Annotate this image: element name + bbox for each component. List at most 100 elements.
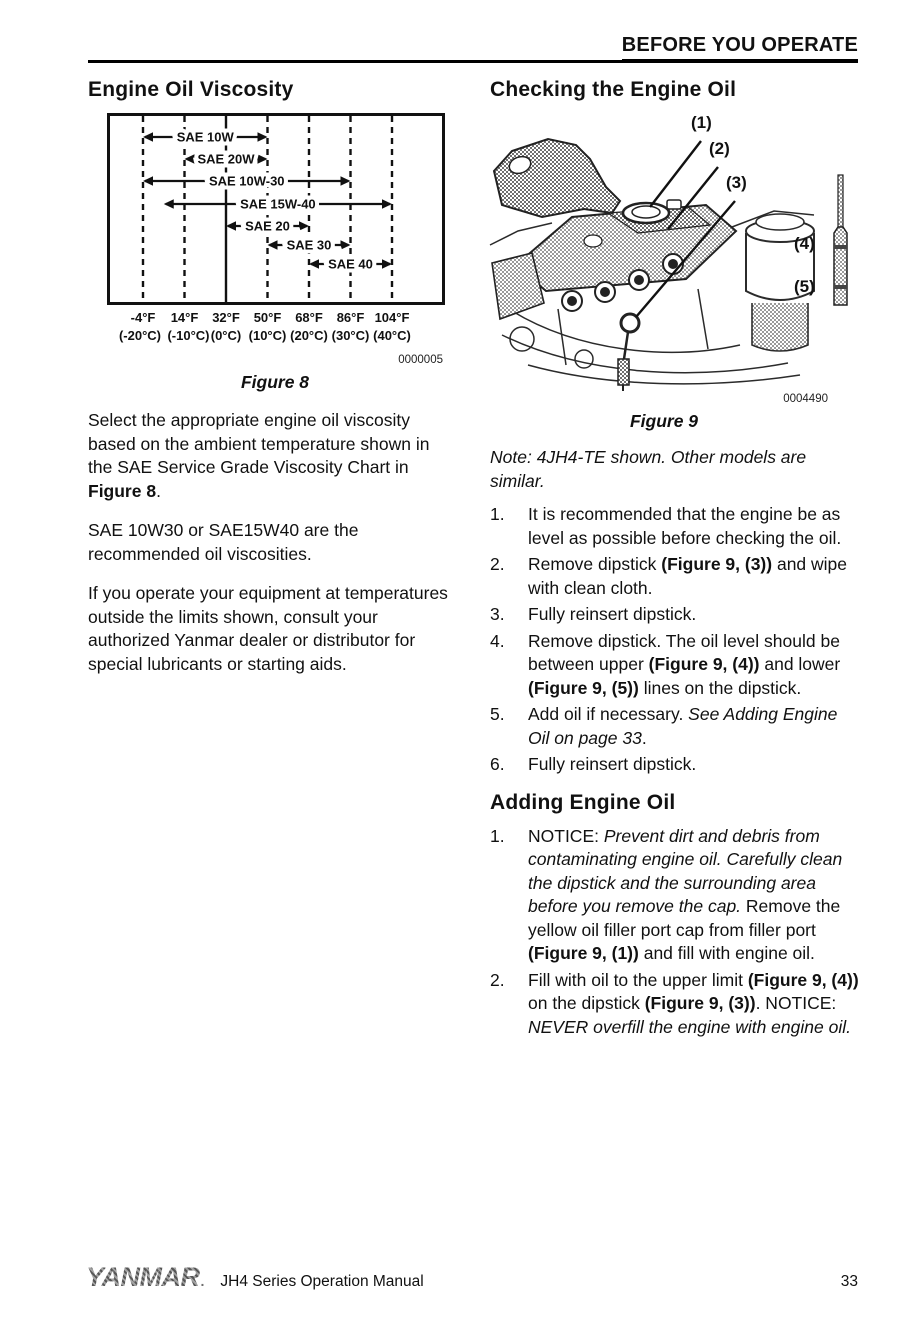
- text-segment: NEVER overfill the engine with engine oi…: [528, 1016, 851, 1037]
- text-segment: Prevent dirt and debris from contaminati…: [528, 825, 843, 917]
- text-segment: Figure 8: [88, 480, 157, 501]
- step-item: 6. Fully reinsert dipstick.: [490, 753, 862, 777]
- step-number: 5.: [490, 704, 505, 724]
- page-footer: YANMAR. JH4 Series Operation Manual 33: [86, 1264, 858, 1291]
- figure8-caption: Figure 8: [240, 372, 310, 392]
- tick-label-f: -4°F: [131, 310, 156, 325]
- paragraph: SAE 10W30 or SAE15W40 are the recommende…: [88, 519, 458, 566]
- step-item: 5. Add oil if necessary. See Adding Engin…: [490, 703, 862, 750]
- text-segment: See Adding Engine Oil on page 33: [528, 704, 838, 748]
- tick-label-c: (30°C): [332, 328, 370, 343]
- tick-label-c: (-20°C): [119, 328, 161, 343]
- checking-steps-list: 1. It is recommended that the engine be a…: [490, 503, 862, 777]
- text-segment: Fully reinsert dipstick.: [528, 754, 697, 774]
- yanmar-logo-mark: .: [200, 1273, 205, 1289]
- callout-1: (1): [691, 113, 712, 132]
- engine-illustration: [489, 137, 848, 391]
- text-segment: NOTICE:: [528, 825, 604, 846]
- text-segment: SAE 10W30 or SAE15W40 are the recommende…: [88, 520, 359, 564]
- range-label: SAE 20W: [197, 152, 255, 167]
- text-segment: Fully reinsert dipstick.: [528, 604, 697, 624]
- callout-2: (2): [709, 139, 730, 158]
- range-label: SAE 30: [287, 238, 332, 253]
- tick-label-f: 86°F: [337, 310, 365, 325]
- callout-3: (3): [726, 173, 747, 192]
- tick-label-c: (40°C): [373, 328, 411, 343]
- text-segment: (Figure 9, (1)): [528, 943, 639, 963]
- text-segment: Select the appropriate engine oil viscos…: [88, 410, 430, 477]
- range-arrow: SAE 15W-40: [163, 193, 392, 216]
- page-number: 33: [840, 1273, 858, 1290]
- injector-bolts: [561, 253, 684, 312]
- manual-title: JH4 Series Operation Manual: [220, 1273, 424, 1290]
- tick-label-f: 14°F: [171, 310, 199, 325]
- adding-steps-list: 1.NOTICE: Prevent dirt and debris from c…: [490, 825, 862, 1040]
- step-item: 3. Fully reinsert dipstick.: [490, 603, 862, 627]
- callout-4: (4): [794, 234, 815, 253]
- range-label: SAE 10W: [177, 130, 235, 145]
- step-text: Remove dipstick (Figure 9, (3)) and wipe…: [528, 553, 860, 600]
- engine-block: [489, 210, 815, 385]
- text-segment: (Figure 9, (3)): [661, 554, 773, 574]
- tick-label-f: 32°F: [212, 310, 240, 325]
- paragraph: Select the appropriate engine oil viscos…: [88, 409, 458, 503]
- step-number: 2.: [490, 554, 505, 574]
- step-number: 3.: [490, 604, 505, 624]
- step-number: 1.: [490, 504, 505, 524]
- text-segment: and lower: [759, 654, 841, 674]
- step-item: 4.Remove dipstick. The oil level should …: [490, 630, 862, 701]
- callout-leader-lines: [635, 140, 736, 318]
- step-text: NOTICE: Prevent dirt and debris from con…: [528, 825, 860, 966]
- oil-filler-cap: [621, 199, 682, 225]
- figure9-code: 0004490: [783, 393, 828, 405]
- text-segment: (Figure 9, (4)): [747, 969, 859, 990]
- yanmar-logo: YANMAR: [86, 1262, 200, 1292]
- text-segment: It is recommended that the engine be as …: [528, 504, 842, 548]
- tick-label-c: (-10°C): [167, 328, 209, 343]
- text-segment: .: [156, 480, 161, 501]
- step-text: Fully reinsert dipstick.: [528, 603, 860, 627]
- right-column: Checking the Engine Oil: [489, 78, 862, 1042]
- step-number: 2.: [490, 969, 505, 990]
- range-label: SAE 10W-30: [209, 174, 285, 189]
- step-item: 1. It is recommended that the engine be a…: [490, 503, 862, 550]
- step-text: Add oil if necessary. See Adding Engine …: [528, 703, 860, 750]
- step-item: 2. Remove dipstick (Figure 9, (3)) and wi…: [490, 553, 862, 600]
- range-label: SAE 15W-40: [240, 197, 316, 212]
- range-arrow: SAE 10W: [143, 126, 268, 149]
- step-text: Fill with oil to the upper limit (Figure…: [528, 969, 860, 1040]
- text-segment: lines on the dipstick.: [638, 677, 802, 698]
- text-segment: and wipe with clean cloth.: [528, 554, 848, 598]
- range-arrow: SAE 20: [226, 215, 309, 238]
- step-number: 6.: [490, 754, 505, 774]
- step-item: 2. Fill with oil to the upper limit (Figu…: [490, 969, 862, 1040]
- figure8-code: 0000005: [398, 354, 443, 366]
- text-segment: . NOTICE:: [755, 993, 837, 1013]
- range-arrow: SAE 10W-30: [143, 170, 351, 193]
- range-label: SAE 20: [245, 219, 290, 234]
- range-arrow: SAE 40: [309, 253, 392, 276]
- range-arrow: SAE 30: [267, 234, 351, 257]
- left-paragraphs: Select the appropriate engine oil viscos…: [88, 409, 458, 676]
- text-segment: (Figure 9, (5)): [528, 677, 639, 698]
- model-note: Note: 4JH4-TE shown. Other models are si…: [490, 447, 807, 491]
- step-number: 4.: [490, 630, 505, 651]
- adding-heading: Adding Engine Oil: [490, 790, 676, 814]
- callout-5: (5): [794, 277, 815, 296]
- oil-bottle: [492, 137, 622, 219]
- range-label: SAE 40: [328, 257, 373, 272]
- text-segment: Add oil if necessary.: [528, 704, 689, 724]
- header-rule: [88, 60, 858, 63]
- text-segment: (Figure 9, (3)): [644, 993, 756, 1013]
- step-item: 1.NOTICE: Prevent dirt and debris from c…: [490, 825, 862, 966]
- figure9-caption: Figure 9: [629, 411, 699, 431]
- text-segment: and fill with engine oil.: [638, 943, 815, 963]
- lower-limit-mark: [834, 285, 847, 289]
- range-arrow: SAE 20W: [184, 148, 268, 171]
- step-text: Fully reinsert dipstick.: [528, 753, 860, 777]
- dipstick: [617, 312, 641, 391]
- tick-label-c: (20°C): [290, 328, 328, 343]
- tick-label-f: 68°F: [295, 310, 323, 325]
- figure9: (1) (2) (3) (4) (5): [488, 113, 870, 391]
